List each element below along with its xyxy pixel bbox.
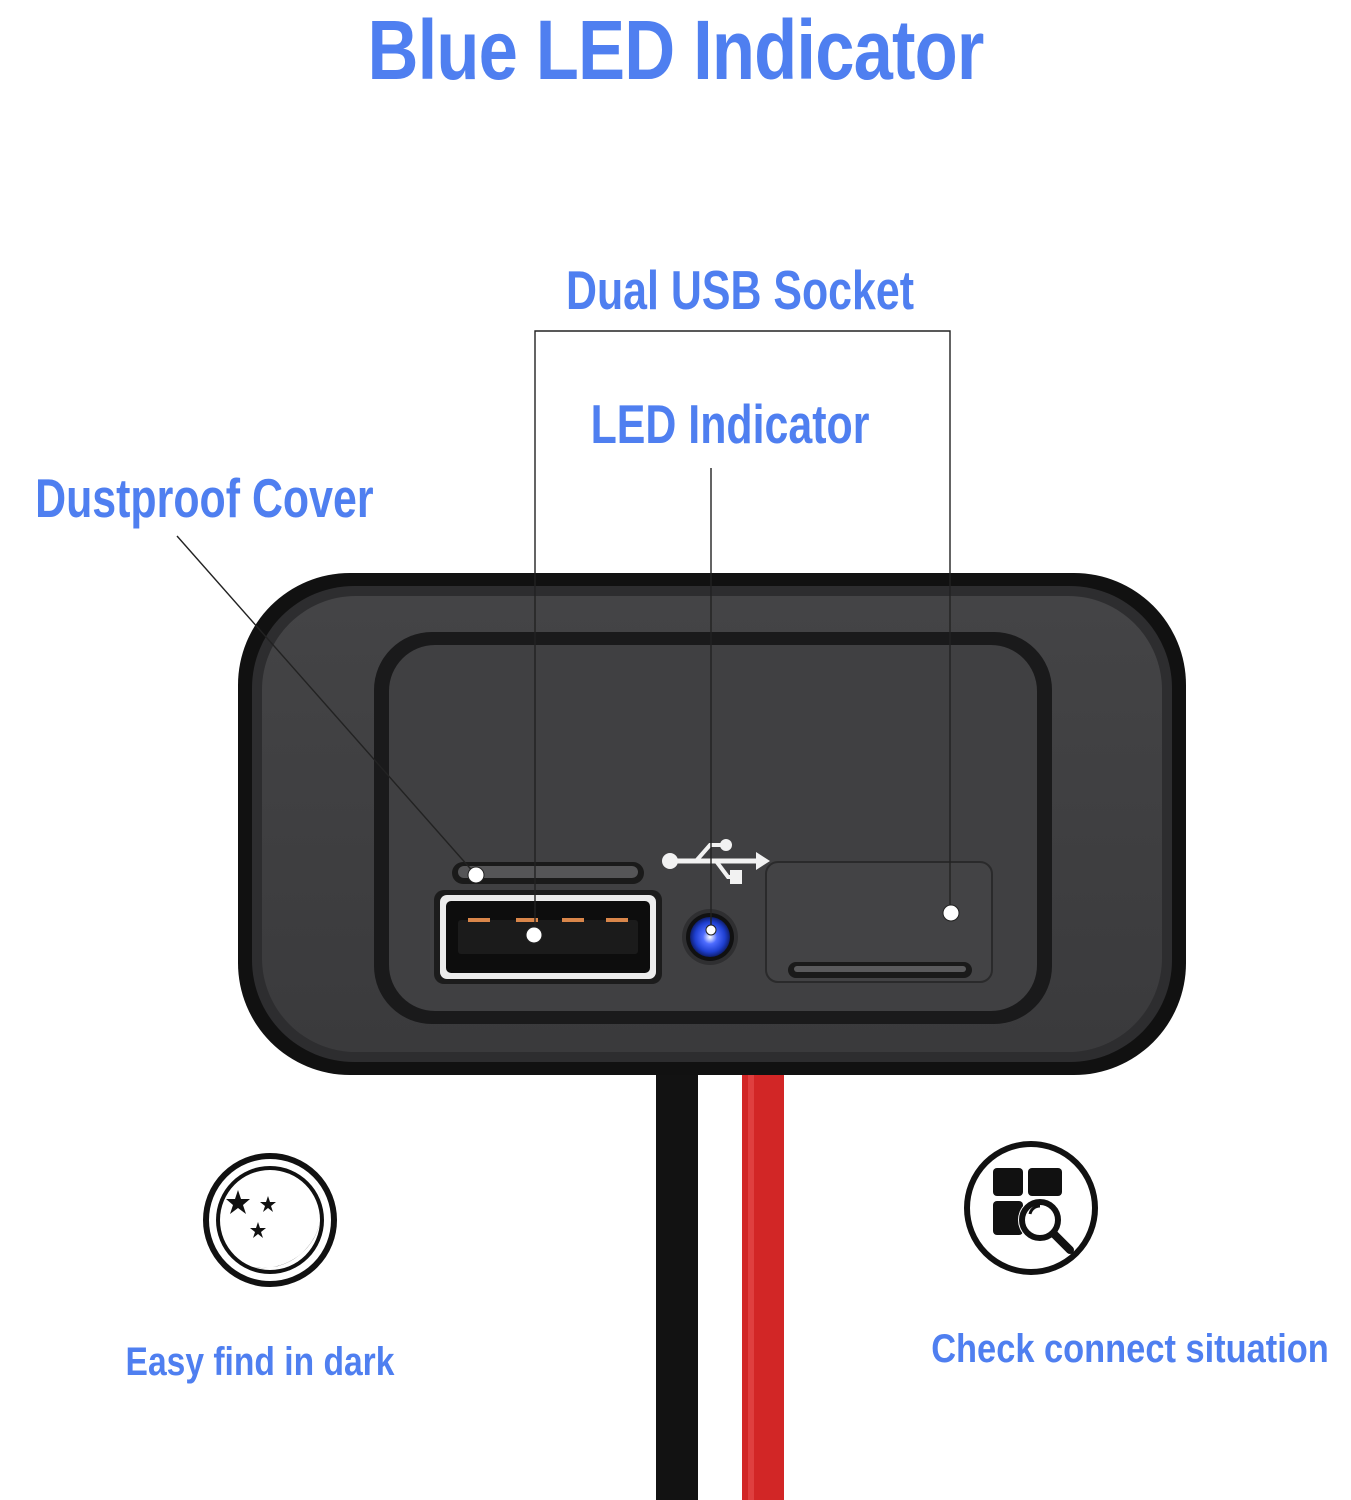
led-dot (705, 924, 717, 936)
usb-socket-body (238, 573, 1186, 1075)
usb-port-right-covered (765, 861, 993, 983)
dual-usb-bracket (534, 330, 951, 935)
usb-right-dot (942, 904, 960, 922)
dustproof-dot (467, 866, 485, 884)
led-indicator (682, 909, 738, 965)
dual-usb-socket-label: Dual USB Socket (565, 259, 915, 321)
led-indicator-label: LED Indicator (590, 393, 870, 455)
black-wire (656, 1070, 698, 1500)
check-connect-situation-label: Check connect situation (931, 1327, 1329, 1371)
callout-lines (176, 330, 951, 935)
page-title: Blue LED Indicator (367, 3, 984, 97)
moon-stars-icon (203, 1153, 337, 1287)
easy-find-in-dark-label: Easy find in dark (125, 1340, 395, 1384)
usb-left-dot (525, 926, 543, 944)
callout-dots (467, 866, 960, 944)
dustproof-cover-label: Dustproof Cover (35, 467, 374, 529)
usb-symbol-icon (662, 839, 770, 884)
power-wires (656, 1070, 784, 1500)
magnifier-grid-icon (964, 1141, 1098, 1275)
usb-port-left (434, 862, 662, 984)
wire-gap (698, 1070, 742, 1500)
dustproof-leader-line (176, 535, 477, 876)
